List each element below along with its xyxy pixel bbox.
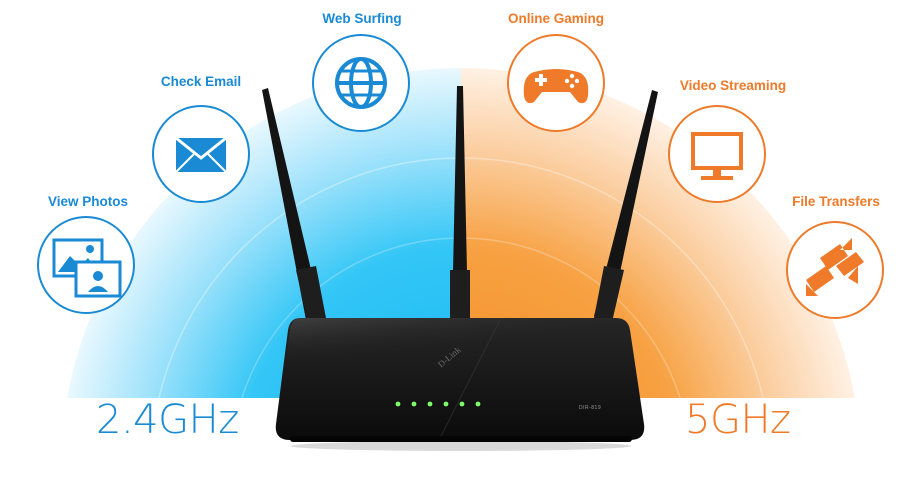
gamepad-icon xyxy=(507,34,605,132)
band-label-5ghz: 5GHz xyxy=(685,397,791,443)
feature-label-check-email: Check Email xyxy=(160,74,242,89)
status-leds xyxy=(395,401,481,407)
monitor-icon xyxy=(668,105,766,203)
envelope-icon xyxy=(152,105,250,203)
router-model-label: DIR-819 xyxy=(579,405,602,411)
feature-label-file-transfers: File Transfers xyxy=(792,194,880,209)
antenna-left xyxy=(262,88,326,322)
feature-label-web-surfing: Web Surfing xyxy=(322,11,402,26)
feature-label-online-gaming: Online Gaming xyxy=(507,11,605,26)
band-label-2-4ghz: 2.4GHz xyxy=(96,397,239,443)
antenna-right xyxy=(594,90,658,322)
photos-icon xyxy=(37,216,135,314)
router xyxy=(262,86,658,451)
antenna-center xyxy=(450,86,470,320)
globe-icon xyxy=(312,34,410,132)
feature-label-view-photos: View Photos xyxy=(47,194,129,209)
feature-label-video-streaming: Video Streaming xyxy=(679,78,787,93)
transfer-arrows-icon xyxy=(786,221,884,319)
